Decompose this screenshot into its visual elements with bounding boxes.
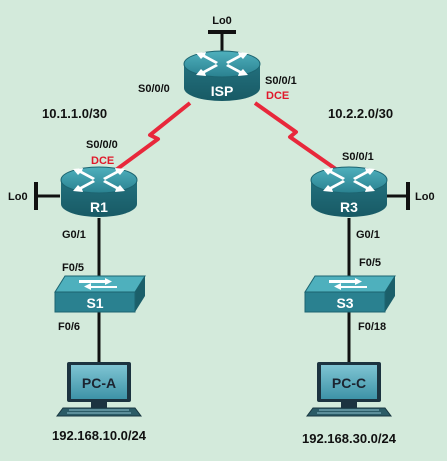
- isp-left-interface-label: S0/0/0: [138, 83, 170, 95]
- r1-loopback-label: Lo0: [8, 191, 28, 203]
- lan-a-network-label: 192.168.10.0/24: [52, 428, 147, 443]
- router-isp[interactable]: ISP: [183, 50, 261, 102]
- r3-g-interface-label: G0/1: [356, 229, 380, 241]
- router-r1-label: R1: [90, 199, 108, 215]
- r1-serial-dce-label: DCE: [91, 155, 114, 167]
- s1-pc-interface-label: F0/6: [58, 321, 80, 333]
- switch-s3-label: S3: [336, 295, 353, 311]
- pc-a-label: PC-A: [82, 375, 116, 391]
- r3-loopback-label: Lo0: [415, 191, 435, 203]
- pc-c-label: PC-C: [332, 375, 366, 391]
- isp-loopback-label: Lo0: [212, 15, 232, 27]
- s3-pc-interface-label: F0/18: [358, 321, 386, 333]
- lan-c-network-label: 192.168.30.0/24: [302, 431, 397, 446]
- serial-link-r1-isp: [103, 101, 192, 180]
- router-r3[interactable]: R3: [310, 166, 388, 218]
- left-wan-network-label: 10.1.1.0/30: [42, 106, 107, 121]
- right-wan-network-label: 10.2.2.0/30: [328, 106, 393, 121]
- switch-s1[interactable]: S1: [54, 275, 146, 313]
- router-r1[interactable]: R1: [60, 166, 138, 218]
- isp-right-interface-label: S0/0/1: [265, 75, 297, 87]
- pc-a[interactable]: PC-A: [56, 361, 142, 417]
- isp-right-dce-label: DCE: [266, 90, 289, 102]
- switch-s3[interactable]: S3: [304, 275, 396, 313]
- r1-g-interface-label: G0/1: [62, 229, 86, 241]
- labels-layer: Lo0 Lo0 Lo0 S0/0/0 S0/0/1 DCE 10.1.1.0/3…: [8, 15, 435, 446]
- router-isp-label: ISP: [211, 83, 234, 99]
- pc-c[interactable]: PC-C: [306, 361, 392, 417]
- switch-s1-label: S1: [86, 295, 103, 311]
- r1-serial-interface-label: S0/0/0: [86, 139, 118, 151]
- r3-serial-interface-label: S0/0/1: [342, 151, 374, 163]
- s1-uplink-interface-label: F0/5: [62, 262, 84, 274]
- serial-link-isp-r3: [253, 101, 342, 174]
- links-layer: [34, 30, 410, 370]
- s3-uplink-interface-label: F0/5: [359, 257, 381, 269]
- router-r3-label: R3: [340, 199, 358, 215]
